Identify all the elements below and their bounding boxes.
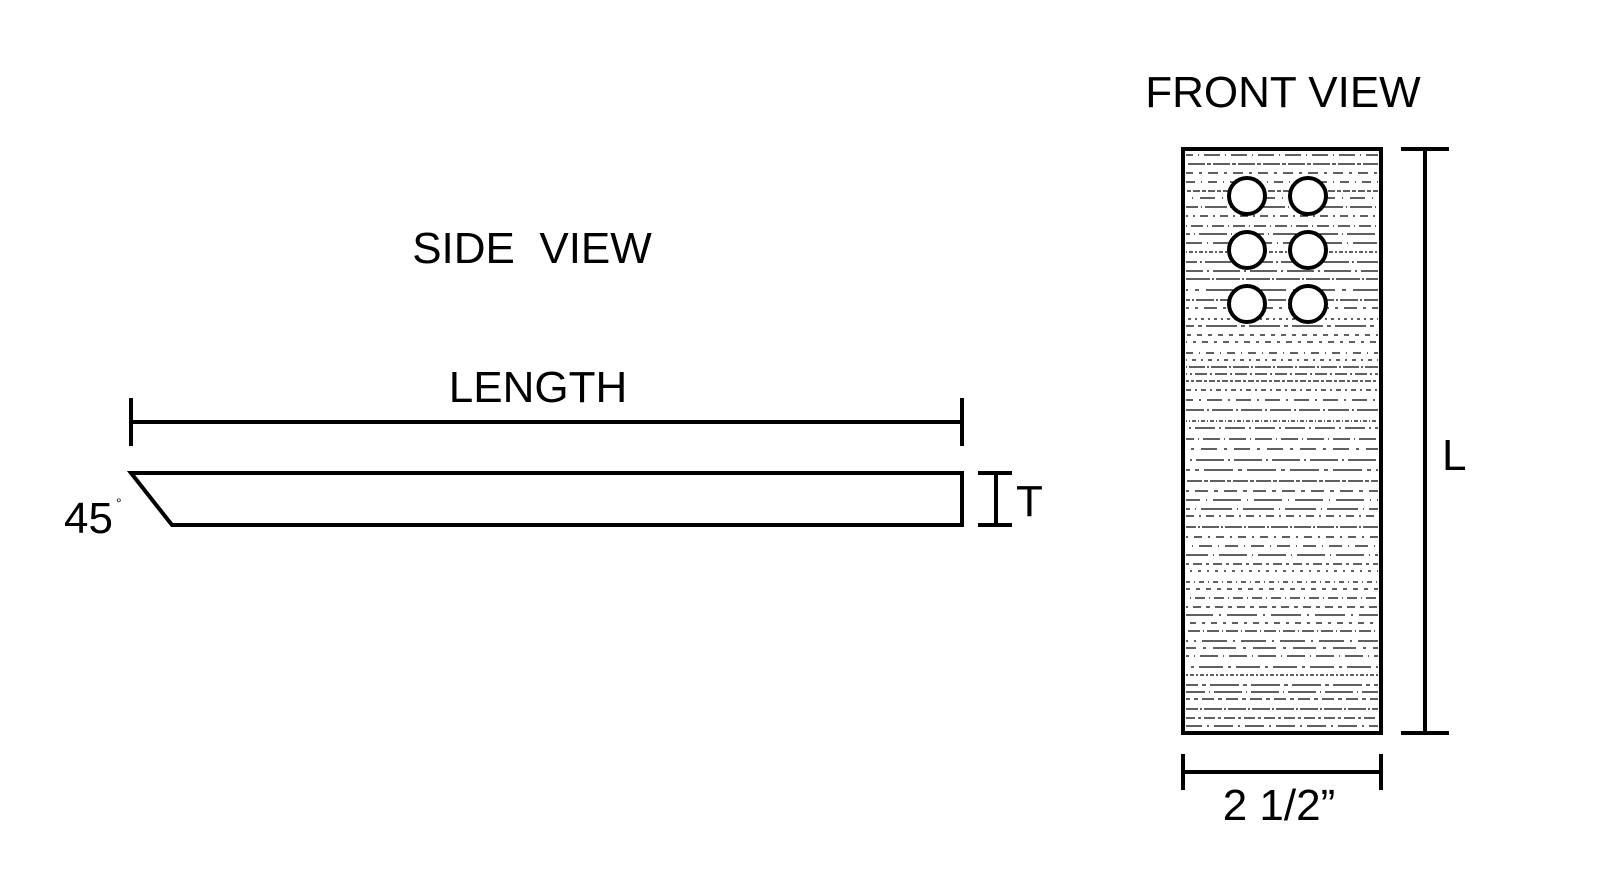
board-profile <box>126 471 964 527</box>
front-view: FRONT VIEW L 2 1/2” <box>1145 68 1466 830</box>
hole <box>1288 176 1328 216</box>
degree-symbol: ° <box>116 495 122 511</box>
thickness-label: T <box>1016 477 1043 526</box>
hole <box>1288 230 1328 270</box>
wood-grain-hatching <box>1186 154 1378 727</box>
l-label: L <box>1442 431 1466 480</box>
side-view: SIDE VIEW LENGTH T 45 ° <box>64 224 1043 543</box>
hole <box>1227 284 1267 324</box>
hole <box>1288 284 1328 324</box>
length-dimension <box>129 398 964 446</box>
width-label: 2 1/2” <box>1223 781 1336 830</box>
width-dimension <box>1181 754 1383 790</box>
board-front-outline <box>1181 147 1383 735</box>
front-view-title: FRONT VIEW <box>1145 68 1421 117</box>
hole <box>1227 176 1267 216</box>
thickness-dimension <box>978 471 1012 527</box>
side-view-title: SIDE VIEW <box>412 224 652 273</box>
l-dimension <box>1401 147 1449 735</box>
angle-label: 45 <box>64 494 113 543</box>
hole <box>1227 230 1267 270</box>
length-label: LENGTH <box>449 363 627 412</box>
hole-pattern <box>1227 176 1328 324</box>
